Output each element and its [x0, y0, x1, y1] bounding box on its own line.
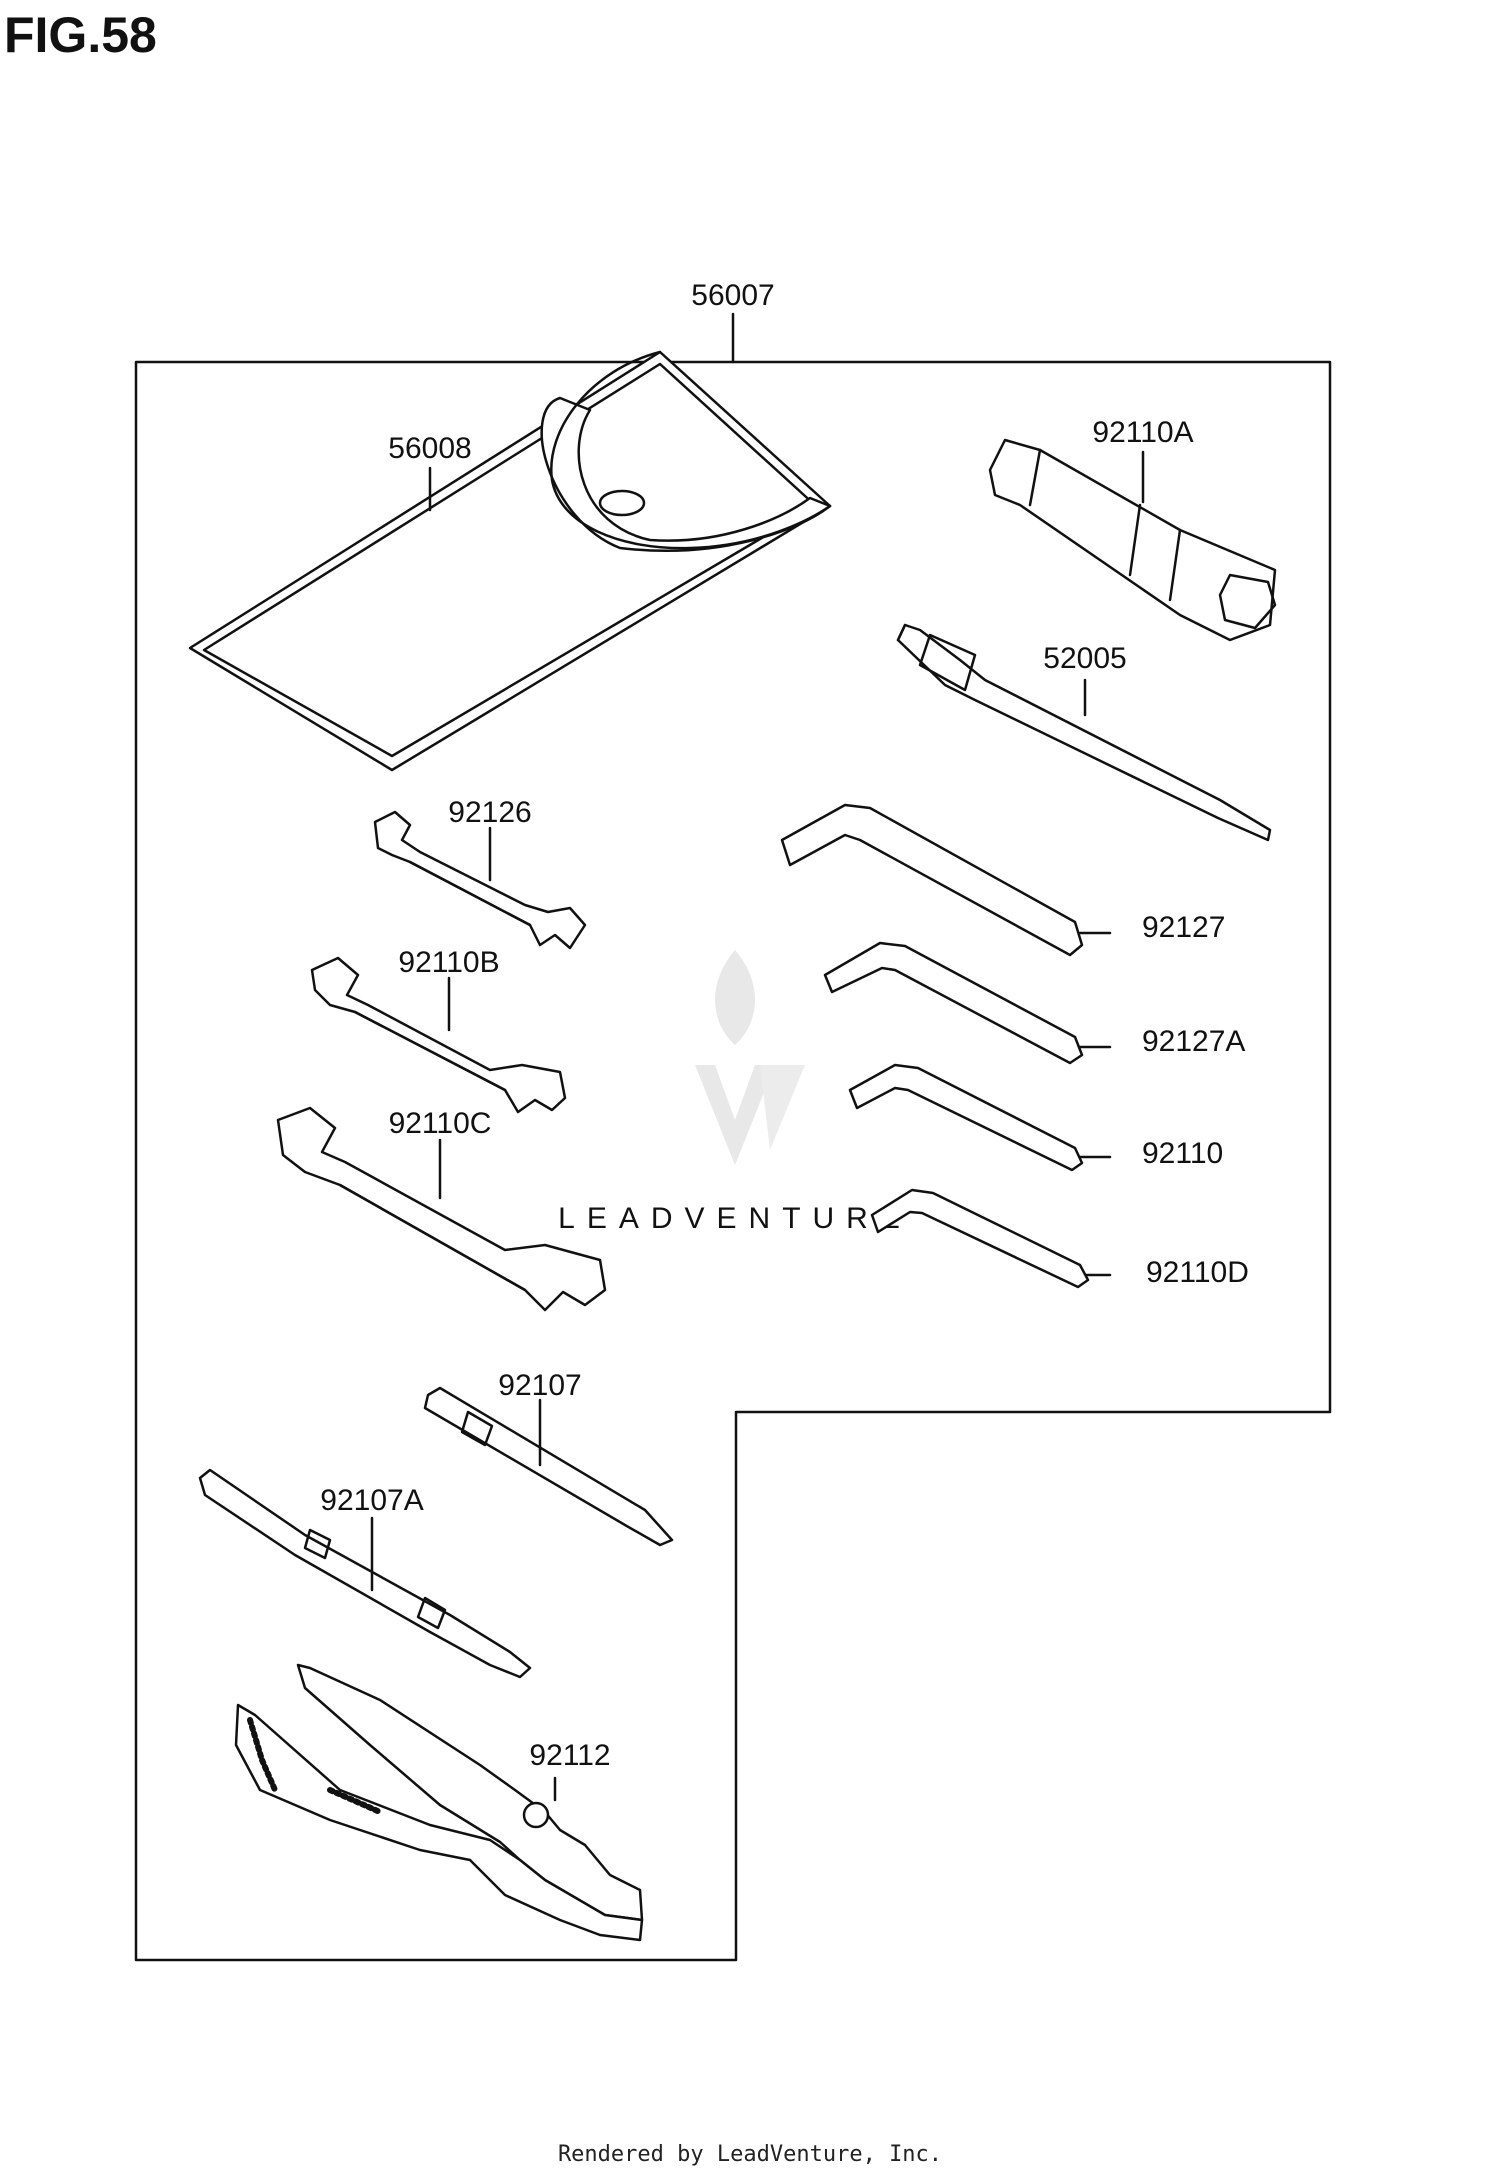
part-label-92126: 92126	[448, 796, 531, 829]
part-label-92127A: 92127A	[1142, 1025, 1245, 1058]
part-label-92112: 92112	[529, 1739, 610, 1772]
part-label-92110D: 92110D	[1146, 1256, 1249, 1289]
part-label-92110B: 92110B	[398, 946, 499, 979]
wrench-large	[276, 1106, 607, 1312]
footer-credit: Rendered by LeadVenture, Inc.	[557, 2142, 943, 2167]
hex-key-92127A	[823, 941, 1112, 1065]
part-label-92107A: 92107A	[320, 1484, 423, 1517]
part-label-92110: 92110	[1142, 1137, 1223, 1170]
assembly-boundary	[134, 360, 1332, 1962]
part-label-92127: 92127	[1142, 911, 1225, 944]
part-label-92107: 92107	[498, 1369, 581, 1402]
hex-key-92127	[780, 803, 1112, 957]
wrench-medium	[310, 956, 567, 1114]
hex-key-92110D	[870, 1188, 1112, 1289]
figure-title: FIG.58	[4, 7, 157, 63]
plug-wrench	[988, 438, 1277, 642]
part-label-92110A: 92110A	[1092, 416, 1193, 449]
wrench-small	[373, 810, 587, 950]
part-label-56007: 56007	[691, 279, 774, 312]
part-label-92110C: 92110C	[389, 1107, 492, 1140]
pliers	[234, 1663, 644, 1942]
hex-key-92110	[848, 1063, 1112, 1172]
part-label-52005: 52005	[1043, 642, 1126, 675]
watermark-logo: LEADVENTURE	[558, 950, 912, 1235]
screwdriver-grip	[198, 1468, 532, 1679]
part-label-56008: 56008	[388, 432, 471, 465]
watermark-text: LEADVENTURE	[558, 1202, 912, 1235]
handle	[896, 623, 1272, 842]
tool-case	[188, 350, 832, 772]
screwdriver-bit	[423, 1386, 674, 1547]
